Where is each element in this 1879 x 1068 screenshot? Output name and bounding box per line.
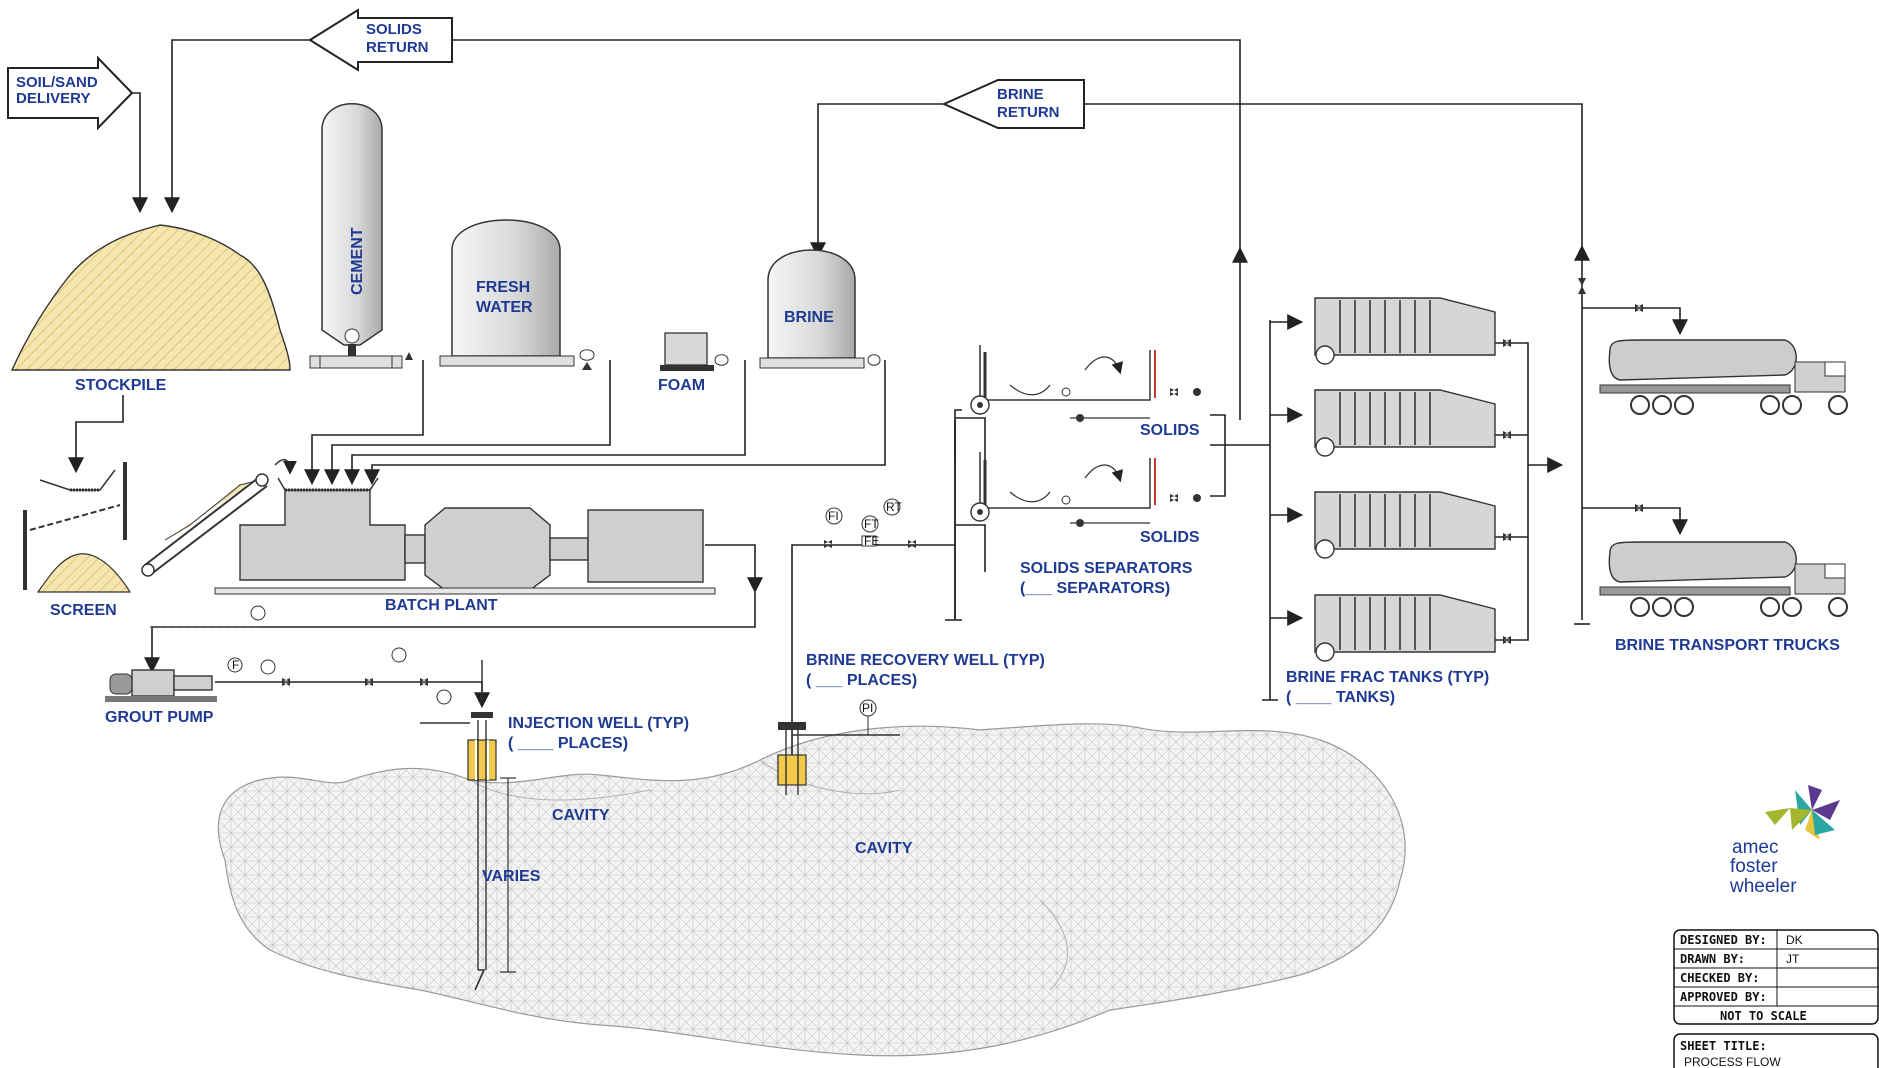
brine-recovery-well [777,699,900,795]
brine-truck-1 [1599,339,1848,415]
instrument-pi: PI [862,701,873,715]
screen-label: SCREEN [50,602,117,619]
amec-foster-wheeler-logo: amec foster wheeler [1729,785,1840,897]
frac-tank-4 [1314,594,1496,662]
drawn-by-value: JT [1786,952,1800,966]
grout-pump-label: GROUT PUMP [105,709,214,726]
cavity-shape [217,723,1406,1057]
brine-return-label-1: BRINE [997,86,1044,103]
logo-text-foster: foster [1730,856,1778,877]
brine-truck-2 [1599,541,1848,617]
fresh-water-label-2: WATER [476,299,533,316]
batch-plant [214,477,716,595]
brine-return-label-2: RETURN [997,104,1060,121]
cement-silo [309,103,413,369]
checked-by-label: CHECKED BY: [1680,971,1759,985]
solids-separator-1 [970,345,1156,419]
injection-well-label-1: INJECTION WELL (TYP) [508,715,689,732]
fresh-water-tank [439,219,595,370]
instrument-fe: FE [864,534,879,548]
cavity-label-2: CAVITY [855,840,913,857]
grout-pump [105,626,260,702]
foam-tank [660,332,729,371]
stockpile-mound [10,224,291,371]
solids-label-2: SOLIDS [1140,529,1200,546]
solids-separators-label-1: SOLIDS SEPARATORS [1020,560,1193,577]
injection-well [467,712,516,991]
brine-recovery-well-label-2: ( ___ PLACES) [806,672,917,689]
instrument-ft: FT [864,517,879,531]
title-block: DESIGNED BY: DK DRAWN BY: JT CHECKED BY:… [1673,929,1879,1068]
soil-sand-delivery-arrow [7,55,134,131]
approved-by-label: APPROVED BY: [1680,990,1767,1004]
soil-sand-delivery-label-2: DELIVERY [16,90,90,107]
solids-label-1: SOLIDS [1140,422,1200,439]
frac-tank-2 [1314,389,1496,457]
foam-label: FOAM [658,377,705,394]
logo-text-wheeler: wheeler [1729,876,1797,897]
sheet-title-value: PROCESS FLOW [1684,1055,1781,1068]
solids-separators-label-2: (___ SEPARATORS) [1020,580,1170,597]
solids-return-label-1: SOLIDS [366,21,422,38]
fresh-water-label-1: FRESH [476,279,530,296]
brine-line-instruments [824,498,916,548]
cavity-label-1: CAVITY [552,807,610,824]
cement-label: CEMENT [349,227,366,295]
sheet-title-label: SHEET TITLE: [1680,1039,1767,1053]
frac-tank-1 [1314,297,1496,365]
varies-label: VARIES [482,868,541,885]
grout-line-instruments [227,605,483,724]
brine-tank-label: BRINE [784,309,834,326]
designed-by-value: DK [1786,933,1803,947]
screen-unit [23,462,132,593]
brine-recovery-well-label-1: BRINE RECOVERY WELL (TYP) [806,652,1045,669]
instrument-rt: RT [886,500,902,514]
frac-tank-3 [1314,491,1496,559]
valve-symbols [1076,278,1643,644]
drawn-by-label: DRAWN BY: [1680,952,1745,966]
brine-frac-tanks-label-1: BRINE FRAC TANKS (TYP) [1286,669,1489,686]
brine-frac-tanks-label-2: ( ____ TANKS) [1286,689,1395,706]
stockpile-label: STOCKPILE [75,377,167,394]
instrument-fi: FI [828,509,839,523]
instrument-f: F [232,658,239,672]
designed-by-label: DESIGNED BY: [1680,933,1767,947]
injection-well-label-2: ( ____ PLACES) [508,735,628,752]
logo-text-amec: amec [1732,837,1778,858]
solids-return-label-2: RETURN [366,39,429,56]
batch-plant-label: BATCH PLANT [385,597,498,614]
brine-tank [759,249,881,369]
scale-note: NOT TO SCALE [1720,1009,1807,1023]
solids-separator-2 [970,452,1156,524]
brine-transport-trucks-label: BRINE TRANSPORT TRUCKS [1615,637,1840,654]
conveyor-belt [141,458,297,577]
soil-sand-delivery-label-1: SOIL/SAND [16,74,98,91]
